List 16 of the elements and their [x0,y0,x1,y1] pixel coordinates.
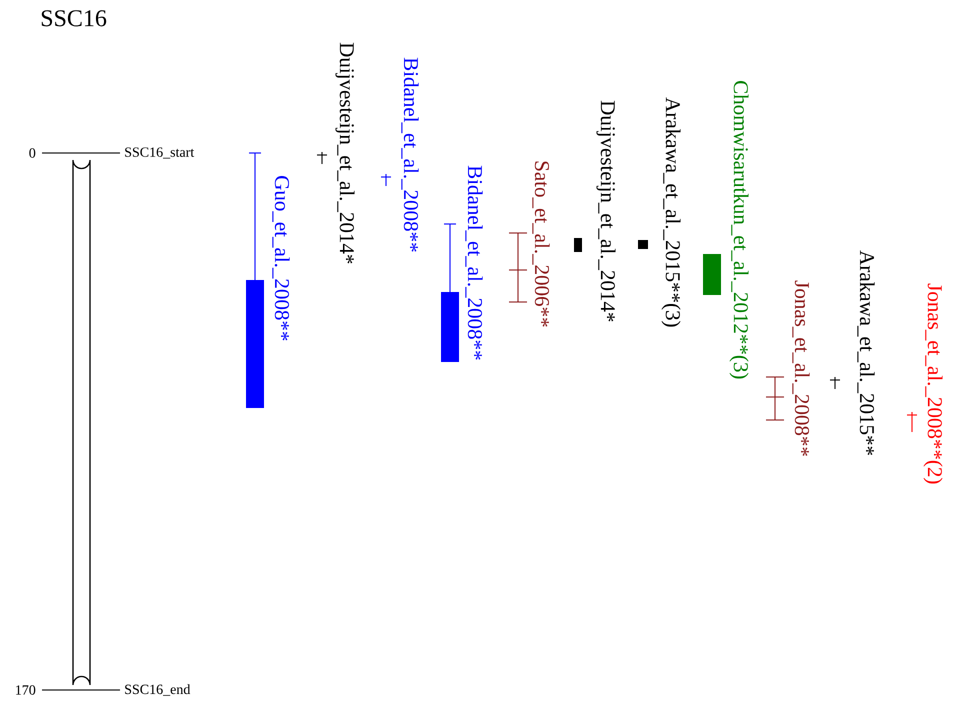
scale-label: 170 [16,685,36,695]
chart-title: SSC16 [42,10,106,26]
marker-label: SSC16_end [125,684,190,696]
qtl-label: Duijvesteijn_et_al._2014* [335,42,355,264]
qtl-label: Arakawa_et_al._2015**(3) [661,97,681,327]
scale-label: 0 [29,148,36,158]
qtl-label: Jonas_et_al._2008** [792,280,810,456]
qtl-label: Chomwisarutkun_et_al._2012**(3) [729,81,749,378]
qtl-label: Duijvesteijn_et_al._2014* [596,100,616,322]
qtl-label: Sato_et_al._2006** [532,162,550,327]
qtl-label: Jonas_et_al._2008**(2) [923,284,943,484]
qtl-label: Guo_et_al._2008** [272,176,290,340]
qtl-label: Bidanel_et_al._2008** [465,166,483,360]
qtl-label: Arakawa_et_al._2015** [857,250,875,456]
qtl-label: Bidanel_et_al._2008** [401,58,419,252]
marker-label: SSC16_start [125,147,194,159]
